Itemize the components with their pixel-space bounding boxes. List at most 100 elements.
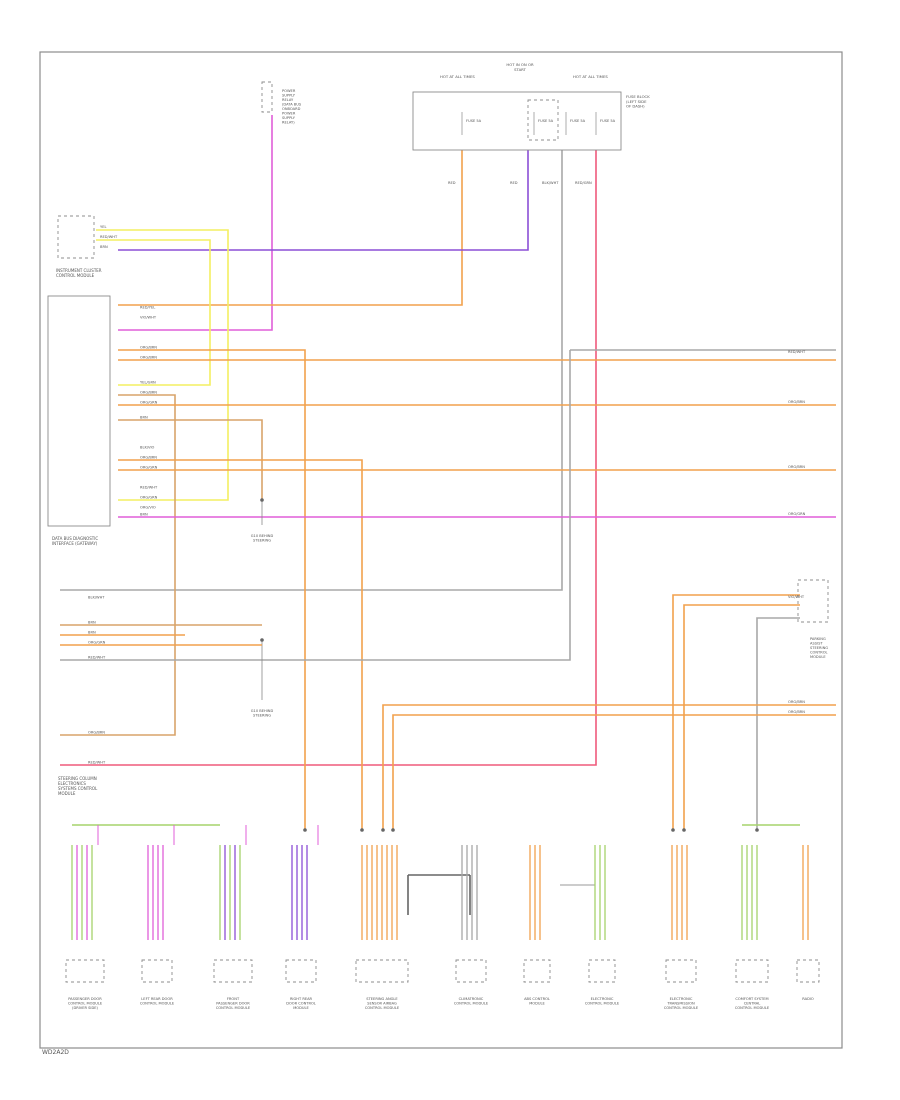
cluster-pin-label: YEL/GRN <box>140 381 156 385</box>
component-layer <box>47 81 829 983</box>
fuse-block-label: FUSE BLOCK <box>626 94 650 99</box>
fuse-panel-left-label: HOT AT ALL TIMES <box>440 74 475 79</box>
cluster-pin-label: ORG/VIO <box>140 506 156 510</box>
steering-label: ELECTRONICS <box>58 781 86 786</box>
right-module-label: PARKING <box>810 637 826 641</box>
wire-fuse-2 <box>118 150 529 251</box>
connector-label: RED/WHT <box>100 235 118 239</box>
right-wire-label: ORG/BRN <box>788 400 805 404</box>
steering-pin-label: BRN <box>88 631 96 635</box>
steering-pin-label: ORG/BRN <box>88 731 105 735</box>
wire-h-460 <box>118 459 363 830</box>
bottom-module-label-8: CONTROL MODULE <box>585 1002 620 1006</box>
cluster-pin-label: BLK/VIO <box>140 446 155 450</box>
harness-splice-dot <box>391 828 395 832</box>
steering-label: MODULE <box>58 791 76 796</box>
bottom-module-label-1: (DRIVER SIDE) <box>72 1006 98 1010</box>
wire-right-2 <box>683 604 800 830</box>
diagram-frame <box>39 51 843 1049</box>
power-supply-box <box>261 81 273 113</box>
fuse-label-3: FUSE 5A <box>570 119 586 123</box>
fuse-panel-box <box>412 91 622 151</box>
bottom-module-label-7: ABS CONTROL <box>524 997 550 1001</box>
bottom-module-label-5: SENSOR AIRBAG <box>367 1002 397 1006</box>
bottom-module-label-2: LEFT REAR DOOR <box>141 997 173 1001</box>
bottom-module-label-5: STEERING ANGLE <box>366 997 398 1001</box>
bottom-module-box-9 <box>665 959 697 983</box>
right-wire-label: ORG/BRN <box>788 710 805 714</box>
cluster-pin-label: ORG/BRN <box>140 391 157 395</box>
bottom-module-box-6 <box>455 959 487 983</box>
bottom-module-label-4: DOOR CONTROL <box>286 1002 316 1006</box>
ground-1-label: STEERING <box>253 539 271 543</box>
steering-pin-label: BRN <box>88 621 96 625</box>
power-supply-label: POWER <box>282 89 296 93</box>
cluster-pin-label: ORG/BRN <box>140 346 157 350</box>
power-supply-label: (DATA BUS <box>282 103 302 107</box>
bottom-module-box-11 <box>796 959 820 983</box>
fuse-output-label: RED <box>510 181 518 185</box>
right-module-box <box>797 579 829 623</box>
bottom-module-label-1: CONTROL MODULE <box>68 1002 103 1006</box>
cluster-pin-label: VIO/WHT <box>140 316 157 320</box>
wire-fuse-3 <box>60 150 563 591</box>
bottom-module-label-1: PASSENGER DOOR <box>68 997 102 1001</box>
ground-1-label: G10 BEHIND <box>251 534 274 538</box>
steering-pin-label: BLK/WHT <box>88 596 105 600</box>
steering-pin-label: RED/WHT <box>88 656 106 660</box>
bottom-module-box-7 <box>523 959 551 983</box>
bottom-module-label-6: CONTROL MODULE <box>454 1002 489 1006</box>
bottom-module-label-10: CENTRAL <box>744 1002 760 1006</box>
bottom-module-label-9: ELECTRONIC <box>670 997 693 1001</box>
cluster-pin-label: BRN <box>140 513 148 517</box>
wire-h-395 <box>60 394 176 736</box>
bottom-module-label-4: MODULE <box>293 1006 309 1010</box>
cluster-pin-label: ORG/GRN <box>140 401 158 405</box>
steering-pin-label: ORG/GRN <box>88 641 106 645</box>
right-module-label: MODULE <box>810 655 826 659</box>
bottom-module-label-7: MODULE <box>529 1002 545 1006</box>
power-supply-label: POWER <box>282 112 296 116</box>
bottom-module-label-11: RADIO <box>802 997 814 1001</box>
fuse-label-2: FUSE 5A <box>538 119 554 123</box>
instrument-cluster-label: CONTROL MODULE <box>56 273 95 278</box>
wire-h-gray <box>60 350 571 661</box>
bottom-module-box-10 <box>735 959 769 983</box>
harness-splice-dot <box>360 828 364 832</box>
bottom-module-label-8: ELECTRONIC <box>591 997 614 1001</box>
fuse-output-label: RED <box>448 181 456 185</box>
bottom-module-box-3 <box>213 959 253 983</box>
fuse-block-label: OF DASH) <box>626 104 645 109</box>
ground-1-dot <box>260 498 264 502</box>
fuse-panel-right-label: HOT AT ALL TIMES <box>573 74 608 79</box>
bottom-module-label-3: FRONT <box>227 997 240 1001</box>
wire-fuse-1 <box>118 150 463 306</box>
bottom-module-label-2: CONTROL MODULE <box>140 1002 175 1006</box>
right-module-label: CONTROL <box>810 651 828 655</box>
harness-splice-dot <box>671 828 675 832</box>
cluster-pin-label: RED/WHT <box>140 486 158 490</box>
bottom-module-box-1 <box>65 959 105 983</box>
ground-2-dot <box>260 638 264 642</box>
bottom-module-box-4 <box>285 959 317 983</box>
wire-right-3 <box>756 617 800 830</box>
bottom-module-label-5: CONTROL MODULE <box>365 1006 400 1010</box>
cluster-pin-label: BRN <box>140 416 148 420</box>
fuse-center-box <box>527 99 559 141</box>
wire-right-4 <box>382 704 836 830</box>
right-module-label: ASSIST <box>810 642 823 646</box>
fuse-output-label: BLK/WHT <box>542 181 559 185</box>
power-supply-label: RELAY <box>282 98 294 102</box>
cluster-pin-label: ORG/BRN <box>140 356 157 360</box>
cluster-pin-label: ORG/GRN <box>140 496 158 500</box>
footer-code: WD2A2D <box>42 1049 69 1056</box>
bottom-module-label-9: TRANSMISSION <box>666 1002 695 1006</box>
bottom-module-label-4: RIGHT REAR <box>290 997 313 1001</box>
wire-h-420 <box>118 419 263 500</box>
wire-h-350 <box>118 349 306 830</box>
right-wire-label: ORG/GRN <box>788 512 806 516</box>
instrument-cluster-label: INSTRUMENT CLUSTER <box>56 268 102 273</box>
bottom-module-box-2 <box>141 959 173 983</box>
